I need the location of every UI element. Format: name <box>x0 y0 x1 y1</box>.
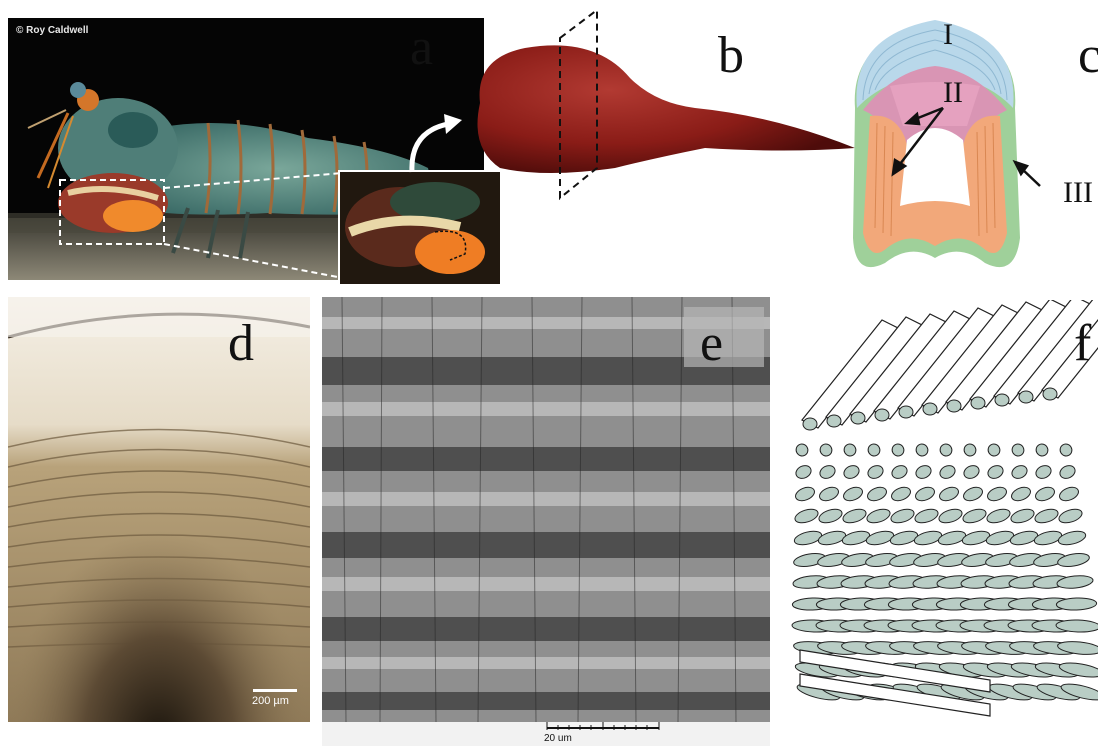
fiber-end <box>817 529 847 547</box>
fiber-end <box>1019 391 1033 403</box>
fiber-end <box>889 529 919 547</box>
panel-label-d: d <box>228 318 254 370</box>
fiber-end <box>818 485 841 504</box>
dactyl-club-render <box>455 8 865 208</box>
fiber-end <box>841 529 871 547</box>
fiber-end <box>866 485 889 504</box>
fiber-end <box>842 442 858 458</box>
fiber-end <box>1034 442 1050 458</box>
fiber-end <box>937 507 963 526</box>
fiber-end <box>947 400 961 412</box>
fiber-end <box>793 529 823 547</box>
fiber-end <box>1058 442 1074 458</box>
panel-e-scale-strip: 20 um <box>322 722 770 746</box>
fiber-end <box>913 507 939 526</box>
fiber-end <box>914 442 930 458</box>
fiber-end <box>1034 463 1053 481</box>
fiber-end <box>914 485 937 504</box>
fiber-end <box>962 463 981 481</box>
fiber-end <box>1057 529 1087 547</box>
fiber-end <box>986 463 1005 481</box>
club-cross-section-diagram <box>835 8 1098 298</box>
fiber-end <box>841 507 867 526</box>
fiber-end <box>1009 507 1035 526</box>
region-III-label: III <box>1063 176 1093 210</box>
fiber-end <box>890 485 913 504</box>
fiber-end <box>866 442 882 458</box>
panel-label-c: c <box>1078 30 1098 82</box>
fiber-end <box>914 463 933 481</box>
fiber-end <box>794 485 817 504</box>
fiber-end <box>842 485 865 504</box>
region-II-label: II <box>943 76 963 110</box>
fiber-end <box>1010 485 1033 504</box>
photo-credit: © Roy Caldwell <box>16 25 88 36</box>
fiber-end <box>995 394 1009 406</box>
fiber-end <box>1033 529 1063 547</box>
fiber-end <box>866 463 885 481</box>
fiber-end <box>1058 463 1077 481</box>
fiber-end <box>817 507 843 526</box>
fiber-end <box>986 442 1002 458</box>
panel-c-cross-section: I II III <box>835 8 1098 298</box>
fiber-end <box>1010 442 1026 458</box>
fiber-end <box>803 418 817 430</box>
fiber-end <box>865 507 891 526</box>
panel-label-f: f <box>1074 318 1091 370</box>
fiber-end <box>986 485 1009 504</box>
fiber-end <box>937 529 967 547</box>
fiber-end <box>971 397 985 409</box>
fiber-end <box>818 463 837 481</box>
panel-b-club-model <box>455 8 865 208</box>
scale-bar-label-e: 20 um <box>544 733 572 744</box>
fiber-end <box>985 507 1011 526</box>
fiber-end <box>961 507 987 526</box>
fiber-end <box>1034 485 1057 504</box>
fiber-end <box>899 406 913 418</box>
fiber-end <box>890 442 906 458</box>
fiber-end <box>889 507 915 526</box>
fiber-end <box>962 442 978 458</box>
fiber-end <box>961 529 991 547</box>
fiber-end <box>985 529 1015 547</box>
panel-label-e: e <box>700 318 723 370</box>
region-I-label: I <box>943 18 953 52</box>
panel-label-b: b <box>718 30 744 82</box>
fiber-end <box>1009 529 1039 547</box>
fiber-end <box>913 529 943 547</box>
fiber-end <box>818 442 834 458</box>
fiber-end <box>851 412 865 424</box>
panel-label-a: a <box>410 22 433 74</box>
fiber-end <box>938 442 954 458</box>
fiber-end <box>794 442 810 458</box>
fiber-end <box>1010 463 1029 481</box>
fiber-end <box>842 463 861 481</box>
fiber-end <box>794 463 813 481</box>
helicoidal-fiber-schematic <box>790 300 1098 720</box>
fiber-end <box>938 485 961 504</box>
fiber-end <box>827 415 841 427</box>
scale-bar-label-d: 200 µm <box>252 695 289 707</box>
fiber-end <box>875 409 889 421</box>
fiber-end <box>1043 388 1057 400</box>
panel-d-micrograph: 200 µm <box>8 297 310 722</box>
fiber-end <box>793 507 819 526</box>
fiber-end <box>865 529 895 547</box>
panel-f-helicoid <box>790 300 1098 720</box>
fiber-end <box>890 463 909 481</box>
fiber-end <box>962 485 985 504</box>
fiber-end <box>923 403 937 415</box>
optical-micrograph <box>8 297 310 722</box>
fiber-end <box>1058 485 1081 504</box>
fiber-end <box>938 463 957 481</box>
fiber-end <box>1033 507 1059 526</box>
fiber-end <box>1057 507 1083 526</box>
